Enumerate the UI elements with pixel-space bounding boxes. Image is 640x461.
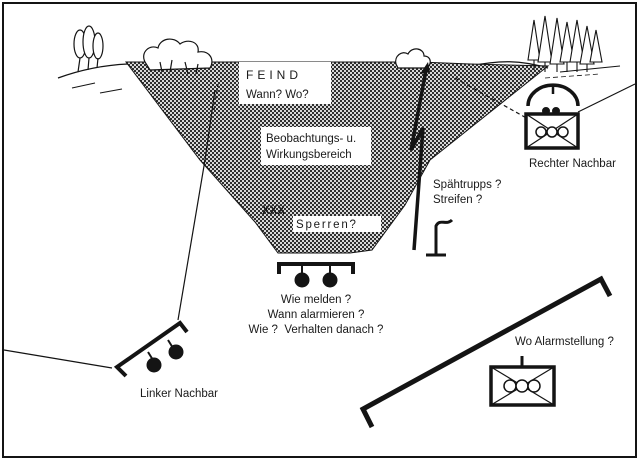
- alarm-position-line: [359, 275, 613, 429]
- obstacle-xxx-icon: XXX: [262, 205, 285, 217]
- feind-label-box: [239, 62, 331, 104]
- enemy-label: FEIND: [246, 68, 302, 82]
- own-question-2: Wann alarmieren ?: [268, 309, 365, 321]
- area-label-line1: Beobachtungs- u.: [266, 133, 356, 145]
- left-hill-line: [57, 63, 129, 79]
- lightning-bolt-icon: [409, 69, 428, 251]
- left-hill-dash-1: [71, 82, 96, 89]
- sight-line-left-dashed: [213, 83, 219, 111]
- trees-icon: [73, 25, 104, 73]
- armored-unit-icon-alarm: [489, 356, 556, 407]
- periscope-icon: [426, 218, 454, 257]
- right-neighbor-label: Rechter Nachbar: [529, 158, 616, 170]
- sight-line-left: [177, 89, 216, 321]
- own-question-3: Wie ? Verhalten danach ?: [249, 324, 384, 336]
- patrol-label-1: Spähtrupps ?: [433, 179, 501, 191]
- sperren-label-box: [293, 216, 381, 232]
- area-label-box: [261, 127, 371, 165]
- right-hill-dash: [559, 65, 621, 73]
- bushes-icon: [143, 38, 213, 75]
- area-label-line2: Wirkungsbereich: [266, 149, 352, 161]
- forest-icon: [527, 15, 603, 72]
- bush-right-icon: [395, 48, 431, 69]
- armored-unit-icon-right: [524, 83, 580, 150]
- right-neighbor-line: [577, 83, 636, 113]
- obstacle-label: Sperren?: [296, 219, 358, 231]
- own-question-1: Wie melden ?: [281, 294, 351, 306]
- right-hill-dash-2: [544, 73, 601, 79]
- enemy-question: Wann? Wo?: [246, 89, 309, 101]
- lightning-arrowhead: [420, 62, 430, 74]
- left-neighbor-icon: [113, 320, 189, 378]
- weapon-position-icon: [277, 262, 355, 288]
- left-neighbor-label: Linker Nachbar: [140, 388, 218, 400]
- sight-line-right: [454, 77, 531, 121]
- left-neighbor-line: [3, 349, 113, 369]
- patrol-label-2: Streifen ?: [433, 194, 482, 206]
- left-hill-dash-2: [99, 88, 123, 94]
- alarm-label: Wo Alarmstellung ?: [515, 336, 614, 348]
